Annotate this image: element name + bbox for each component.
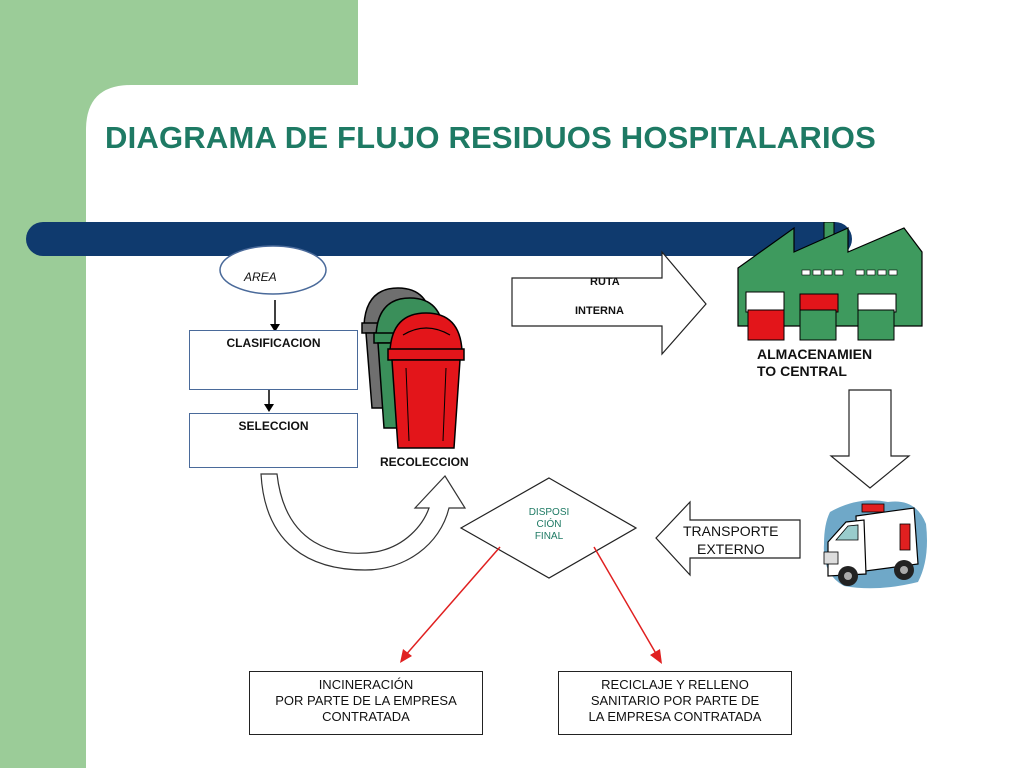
- reciclaje-line1: RECICLAJE Y RELLENO: [601, 677, 749, 692]
- transporte-label-line2: EXTERNO: [697, 541, 765, 557]
- disposicion-label-line3: FINAL: [534, 531, 564, 542]
- disposicion-diamond: [459, 477, 638, 579]
- content-panel: [86, 0, 1024, 768]
- seleccion-box: SELECCION: [189, 413, 358, 468]
- transporte-externo-arrow: [655, 500, 801, 577]
- ruta-label-line1: RUTA: [590, 276, 620, 288]
- clasificacion-box: CLASIFICACION: [189, 330, 358, 390]
- almacenamiento-label-line2: TO CENTRAL: [757, 363, 847, 379]
- clasificacion-label: CLASIFICACION: [226, 336, 321, 350]
- disposicion-label-line1: DISPOSI: [528, 507, 570, 518]
- recoleccion-label: RECOLECCION: [380, 455, 469, 469]
- incineracion-line3: CONTRATADA: [322, 709, 410, 724]
- page-title: DIAGRAMA DE FLUJO RESIDUOS HOSPITALARIOS: [105, 120, 876, 155]
- flow-arrows-left: [264, 300, 280, 412]
- red-arrows: [400, 546, 662, 664]
- reciclaje-box: RECICLAJE Y RELLENO SANITARIO POR PARTE …: [558, 671, 792, 735]
- reciclaje-line2: SANITARIO POR PARTE DE: [590, 693, 760, 708]
- header-band: [26, 222, 852, 256]
- curved-arrow: [260, 473, 467, 571]
- factory-icon: [737, 222, 923, 341]
- ruta-label-line2: INTERNA: [575, 305, 624, 317]
- seleccion-label: SELECCION: [238, 419, 309, 433]
- waste-bins-icon: [361, 287, 465, 449]
- transporte-label-line1: TRANSPORTE: [683, 523, 779, 539]
- incineracion-line2: POR PARTE DE LA EMPRESA: [275, 693, 457, 708]
- area-ellipse: [219, 245, 327, 295]
- ambulance-icon: [823, 500, 927, 589]
- down-arrow: [829, 389, 911, 489]
- area-label: AREA: [244, 270, 277, 284]
- disposicion-label-line2: CIÓN: [536, 519, 562, 530]
- reciclaje-line3: LA EMPRESA CONTRATADA: [588, 709, 762, 724]
- almacenamiento-label-line1: ALMACENAMIEN: [757, 346, 873, 362]
- ruta-interna-arrow: [511, 250, 707, 356]
- incineracion-box: INCINERACIÓN POR PARTE DE LA EMPRESA CON…: [249, 671, 483, 735]
- incineracion-line1: INCINERACIÓN: [318, 677, 414, 692]
